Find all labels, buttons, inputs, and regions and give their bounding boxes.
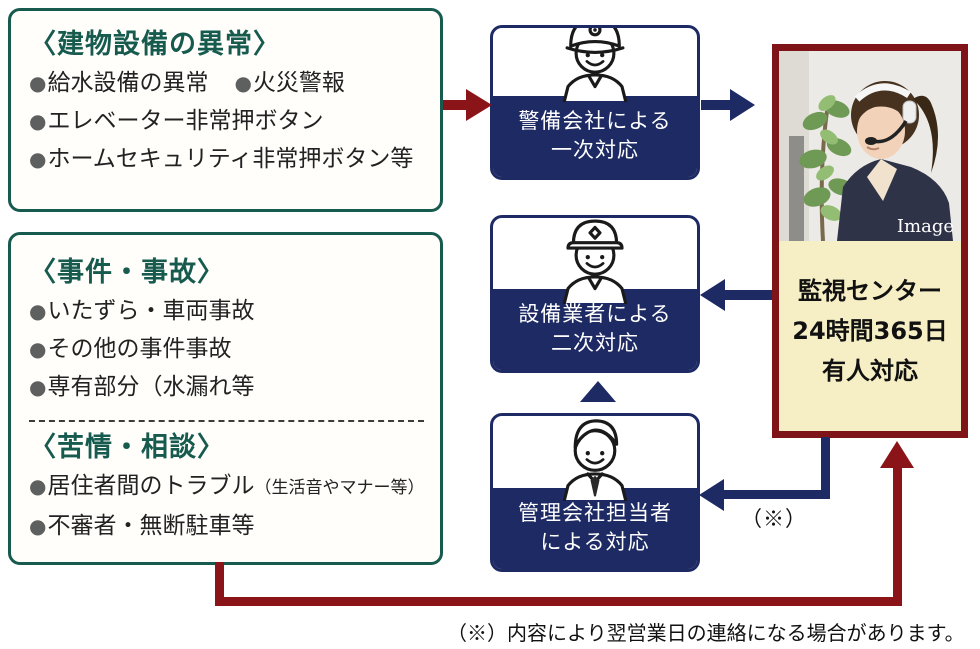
equipment-contractor-line2: 二次対応 [551, 331, 639, 355]
bullet-icon: ● [29, 514, 47, 538]
arrow-equipment-to-security-stem [443, 100, 467, 110]
arrow-incident-to-monitor-vertical-right [893, 467, 902, 601]
bullet-icon: ● [29, 71, 47, 95]
equipment-contractor-box: 設備業者による 二次対応 [490, 215, 700, 373]
monitoring-center-box: Image 監視センター 24時間365日 有人対応 [772, 44, 968, 438]
arrow-incident-to-monitor-horizontal [215, 597, 902, 606]
manager-person-icon [541, 416, 649, 505]
complaint-item-trouble: 居住者間のトラブル [47, 473, 255, 499]
management-company-label: 管理会社担当者 による対応 [493, 488, 697, 569]
bullet-icon: ● [29, 375, 47, 399]
equipment-contractor-line1: 設備業者による [518, 302, 672, 326]
security-company-label: 警備会社による 一次対応 [493, 96, 697, 177]
equipment-item-water: 給水設備の異常 [47, 70, 209, 96]
equipment-item-elevator: エレベーター非常押ボタン [47, 108, 324, 134]
security-company-box: 警備会社による 一次対応 [490, 25, 700, 180]
monitoring-center-line2: 24時間365日 [792, 317, 948, 345]
monitoring-center-line3: 有人対応 [822, 357, 918, 385]
bullet-icon: ● [29, 474, 47, 498]
complaint-item-row-1: ●居住者間のトラブル（生活音やマナー等） [29, 470, 428, 504]
monitoring-center-line1: 監視センター [798, 277, 942, 305]
arrow-monitor-to-management-head-icon [699, 479, 724, 511]
equipment-item-fire: 火災警報 [252, 70, 345, 96]
arrow-monitor-to-contractor-head-icon [700, 279, 725, 311]
arrow-incident-to-monitor-head-icon [880, 441, 914, 468]
asterisk-note: （※） [741, 507, 807, 531]
incident-item-private-area: 専有部分（水漏れ等 [47, 374, 255, 400]
arrow-monitor-to-contractor-stem [724, 290, 772, 300]
arrow-monitor-to-management-vertical [821, 437, 830, 499]
security-company-line1: 警備会社による [518, 109, 672, 133]
bullet-icon: ● [29, 337, 47, 361]
management-company-line2: による対応 [540, 530, 650, 554]
equipment-item-home-security: ホームセキュリティ非常押ボタン等 [47, 146, 414, 172]
incident-item-row-1: ●いたずら・車両事故 [29, 295, 428, 327]
arrow-monitor-to-management-horizontal [722, 490, 830, 499]
equipment-abnormality-box: 〈建物設備の異常〉 ●給水設備の異常●火災警報 ●エレベーター非常押ボタン ●ホ… [8, 8, 443, 212]
incident-item-other: その他の事件事故 [47, 336, 232, 362]
equipment-box-heading: 〈建物設備の異常〉 [29, 29, 281, 60]
dashed-divider [29, 420, 424, 422]
monitoring-center-caption: 監視センター 24時間365日 有人対応 [779, 241, 961, 391]
arrow-security-to-monitor-stem [701, 100, 731, 110]
equipment-item-row-2: ●エレベーター非常押ボタン [29, 105, 428, 137]
complaint-heading: 〈苦情・相談〉 [29, 432, 225, 463]
complaint-item-suspicious: 不審者・無断駐車等 [47, 513, 255, 539]
bullet-icon: ● [29, 299, 47, 323]
security-guard-icon [541, 28, 649, 106]
management-company-line1: 管理会社担当者 [518, 501, 672, 525]
management-company-box: 管理会社担当者 による対応 [490, 413, 700, 572]
footnote-text: （※）内容により翌営業日の連絡になる場合があります。 [447, 621, 965, 645]
operator-photo: Image [779, 51, 961, 241]
incident-item-row-2: ●その他の事件事故 [29, 333, 428, 365]
incident-item-mischief: いたずら・車両事故 [47, 298, 255, 324]
arrow-equipment-to-security-head-icon [466, 89, 492, 121]
bullet-icon: ● [29, 109, 47, 133]
equipment-item-row-1: ●給水設備の異常●火災警報 [29, 67, 428, 99]
image-watermark-label: Image [896, 216, 954, 237]
incident-complaint-box: 〈事件・事故〉 ●いたずら・車両事故 ●その他の事件事故 ●専有部分（水漏れ等 … [8, 232, 443, 565]
maintenance-worker-icon [541, 218, 649, 308]
arrow-security-to-monitor-head-icon [730, 89, 755, 121]
bullet-icon: ● [234, 71, 252, 95]
incident-heading: 〈事件・事故〉 [29, 257, 225, 288]
incident-item-row-3: ●専有部分（水漏れ等 [29, 371, 428, 403]
complaint-item-row-2: ●不審者・無断駐車等 [29, 510, 428, 542]
bullet-icon: ● [29, 147, 47, 171]
arrow-incident-to-monitor-vertical-left [215, 562, 224, 602]
arrow-management-to-contractor-up-icon [580, 381, 616, 402]
security-company-line2: 一次対応 [551, 138, 639, 162]
complaint-item-trouble-note: （生活音やマナー等） [254, 478, 425, 498]
equipment-item-row-3: ●ホームセキュリティ非常押ボタン等 [29, 143, 428, 175]
